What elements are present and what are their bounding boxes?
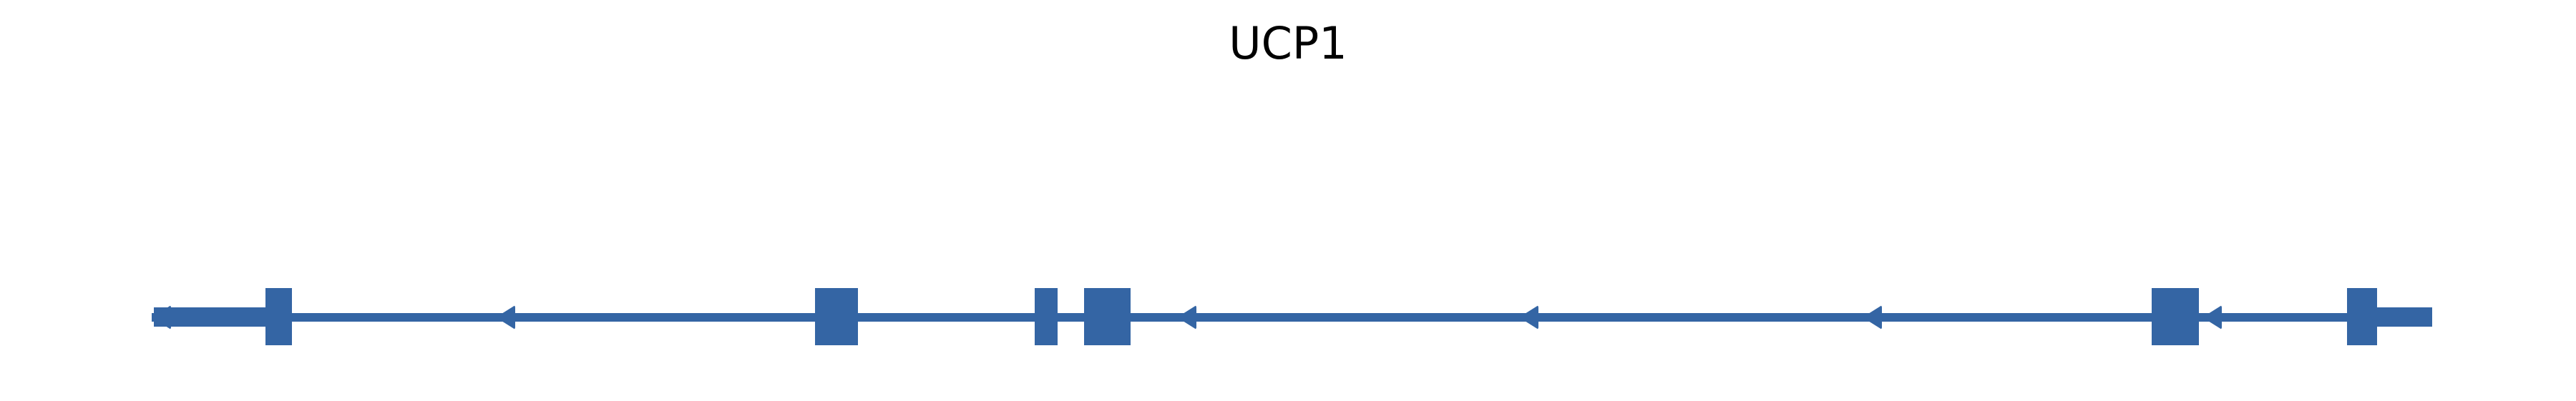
exon-block	[2347, 288, 2377, 345]
strand-direction-arrow-icon	[1863, 305, 1882, 330]
plot-title: UCP1	[1229, 17, 1347, 69]
exon-block	[1084, 288, 1131, 345]
strand-direction-arrow-icon	[496, 305, 515, 330]
strand-direction-arrow-icon	[1519, 305, 1538, 330]
strand-direction-arrow-icon	[2202, 305, 2222, 330]
exon-block	[1035, 288, 1058, 345]
strand-direction-arrow-icon	[1177, 305, 1196, 330]
exon-block	[2152, 288, 2199, 345]
utr-block	[2377, 307, 2432, 327]
strand-direction-arrow-icon	[152, 305, 171, 330]
exon-block	[265, 288, 292, 345]
utr-block	[154, 307, 265, 327]
gene-body-line	[152, 313, 2432, 322]
exon-block	[815, 288, 858, 345]
